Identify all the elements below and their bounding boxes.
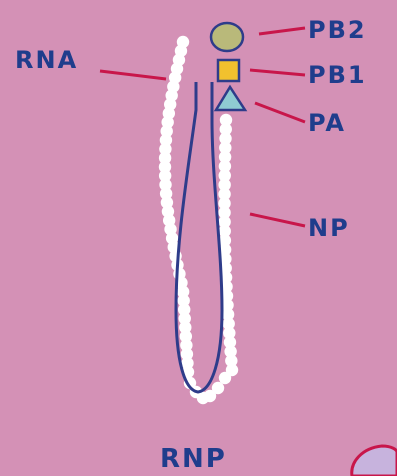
rna-bead: [212, 382, 224, 394]
pb2-label: PB2: [308, 16, 367, 44]
pb1-subunit: [218, 60, 239, 81]
diagram-title: RNP: [160, 444, 227, 474]
pb1-label: PB1: [308, 61, 367, 89]
np-label: NP: [308, 214, 350, 242]
rna-bead: [220, 114, 232, 126]
pb2-subunit: [211, 23, 243, 51]
rna-label: RNA: [15, 46, 78, 74]
pa-label: PA: [308, 109, 346, 137]
